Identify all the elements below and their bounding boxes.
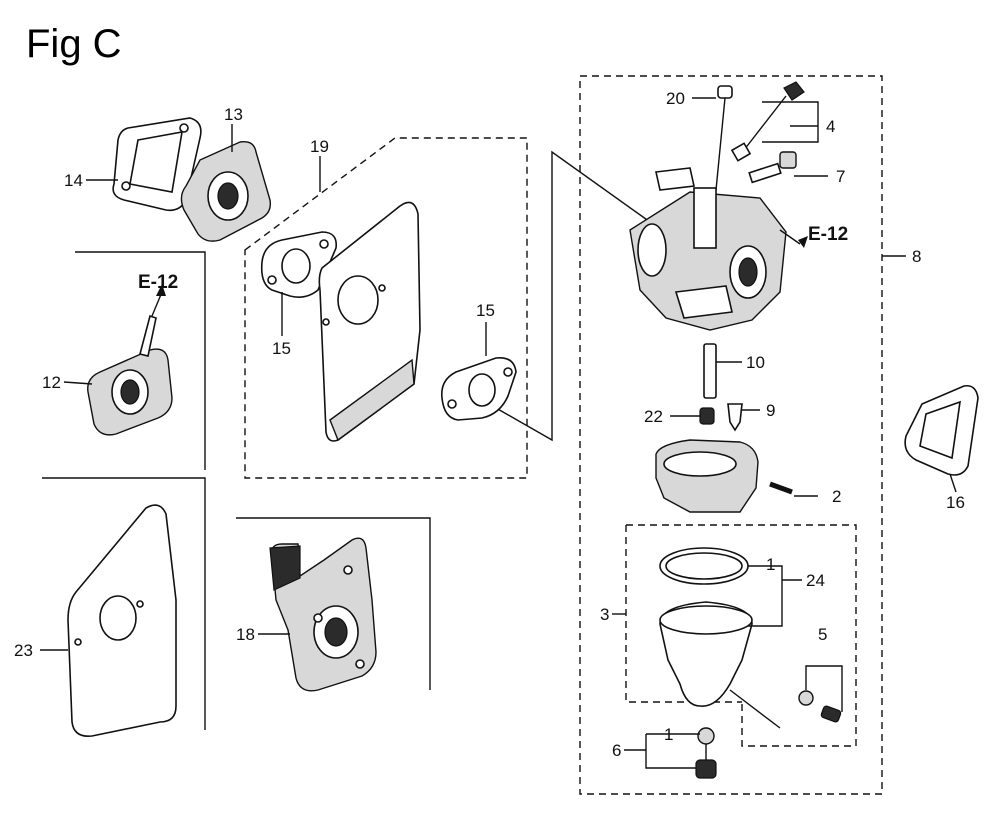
callout-2: 2	[832, 487, 841, 506]
frame-carburetor-assembly	[579, 75, 883, 795]
part-4-choke	[730, 81, 805, 162]
part-24-o-ring-inner	[665, 552, 743, 580]
callout-3: 3	[600, 605, 609, 624]
carb-tower	[693, 187, 717, 249]
callout-7: 7	[836, 167, 845, 186]
reference-e12-right: E-12	[808, 224, 848, 245]
screw-head	[779, 151, 797, 169]
bolt-hole	[378, 284, 386, 292]
part-18-bracket	[269, 537, 377, 692]
part-6-bolt	[695, 759, 717, 779]
callout-12: 12	[42, 373, 61, 392]
bolt-hole	[179, 123, 189, 133]
screw-shaft	[715, 97, 726, 191]
part-16-gasket	[904, 384, 979, 476]
part-22-jet	[699, 407, 715, 425]
throttle-lever	[655, 167, 695, 191]
part-9-needle	[727, 403, 743, 432]
bolt-hole	[313, 613, 323, 623]
plate-19-edge	[329, 358, 415, 442]
callout-19: 19	[310, 137, 329, 156]
part-5-washer	[798, 690, 814, 706]
bracket-tab	[269, 545, 301, 591]
choke-spring	[730, 142, 752, 162]
choke-rod	[743, 95, 787, 151]
screw-shaft	[748, 162, 782, 184]
bolt-hole	[355, 659, 365, 669]
gasket-15-lower-hole	[468, 373, 496, 407]
leader-lines	[40, 97, 957, 769]
part-7-screw	[748, 151, 797, 184]
carb-inlet	[637, 223, 667, 277]
callout-18: 18	[236, 625, 255, 644]
bolt-hole	[343, 565, 353, 575]
arrow-to-e12-right	[779, 229, 801, 245]
callout-10: 10	[746, 353, 765, 372]
bolt-hole	[136, 600, 144, 608]
part-13-insulator	[180, 141, 272, 242]
insulator-bore-inner	[217, 182, 239, 210]
frame-float-bowl-group	[626, 524, 857, 747]
plate-19-hole	[337, 275, 379, 325]
gasket-16-opening	[919, 400, 961, 460]
bolt-hole	[121, 181, 131, 191]
float-top	[663, 451, 737, 477]
gasket-opening	[129, 131, 183, 193]
screw-20	[715, 85, 733, 191]
part-12-bore-inner	[120, 379, 140, 405]
frame-part-18	[236, 517, 431, 690]
gasket-15-upper-hole	[281, 248, 311, 284]
bolt-hole	[322, 318, 330, 326]
part-12-insulator	[87, 284, 173, 436]
carburetor	[629, 81, 842, 779]
bolt-hole	[267, 275, 277, 285]
callout-numbers: 14 13 19 15 15 12 23 18 20 4 7 8 10 22 9…	[14, 89, 965, 760]
figure-title: Fig C	[26, 22, 122, 66]
frame-part-23	[42, 477, 206, 730]
callout-4: 4	[826, 117, 835, 136]
callout-6: 6	[612, 741, 621, 760]
callout-15-upper: 15	[272, 339, 291, 358]
frame-part-19-group	[244, 137, 528, 479]
carb-lower-flange	[674, 285, 733, 319]
callout-23: 23	[14, 641, 33, 660]
arrow-head	[156, 284, 166, 296]
callout-9: 9	[766, 401, 775, 420]
carb-outlet-inner	[738, 257, 758, 287]
float-bowl-rim	[659, 605, 753, 635]
callout-5: 5	[818, 625, 827, 644]
callout-8: 8	[912, 247, 921, 266]
part-2-pin	[769, 481, 793, 495]
bolt-hole	[319, 239, 329, 249]
callout-16: 16	[946, 493, 965, 512]
bolt-hole	[503, 367, 513, 377]
plate-23-hole	[99, 595, 137, 641]
part-5-screw	[820, 705, 842, 723]
part-6-washer	[697, 727, 715, 745]
part-23-plate	[67, 504, 177, 738]
choke-knob	[783, 81, 805, 101]
part-12-nipple	[139, 314, 157, 357]
part-14-gasket	[112, 117, 202, 212]
leader-gasket-to-carb	[495, 150, 651, 442]
reference-e12-left: E-12	[138, 272, 178, 293]
callout-14: 14	[64, 171, 83, 190]
callout-20: 20	[666, 89, 685, 108]
bracket-bore-inner	[324, 617, 348, 647]
callout-1-upper: 1	[766, 555, 775, 574]
screw-head	[717, 85, 733, 99]
callout-15-lower: 15	[476, 301, 495, 320]
part-10-nozzle	[703, 343, 717, 399]
callout-24: 24	[806, 571, 825, 590]
callout-13: 13	[224, 105, 243, 124]
callout-22: 22	[644, 407, 663, 426]
part-19-group	[260, 201, 517, 442]
bolt-hole	[74, 638, 82, 646]
bolt-hole	[447, 399, 457, 409]
callout-1-lower: 1	[664, 725, 673, 744]
frame-part-12	[75, 251, 206, 470]
arrow-head	[798, 236, 808, 248]
